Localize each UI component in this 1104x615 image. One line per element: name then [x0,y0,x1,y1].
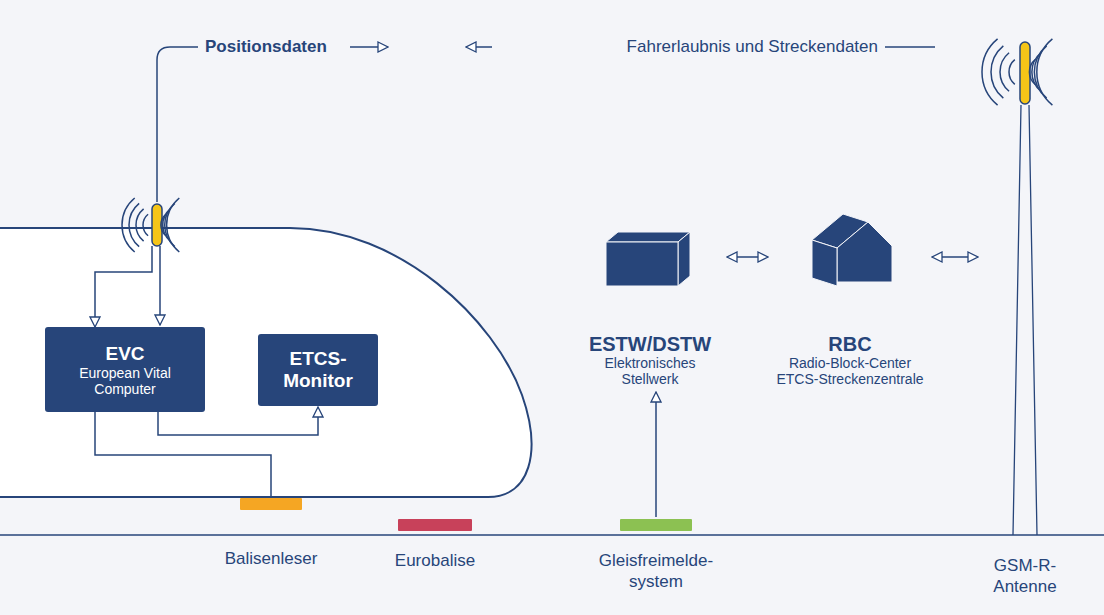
gsmr-antenna: GSM-R- Antenne [975,40,1075,597]
balise-bar [398,519,472,531]
rbc-icon [812,214,892,286]
radio-wave [982,39,998,105]
node-title: ESTW/DSTW [575,333,725,355]
radio-wave [143,214,148,236]
antenna-wire-down [159,246,161,325]
node-title: Eurobalise [385,550,485,571]
balise-bar [240,498,302,510]
rbc-node: RBCRadio-Block-Center ETCS-Streckenzentr… [770,195,930,387]
tower-antenna [1020,42,1030,104]
node-title: RBC [770,333,930,355]
radio-wave [122,198,135,252]
tower [1013,105,1037,535]
permission-arrow [466,46,492,48]
connector [655,392,657,517]
computer-box: EVCEuropean Vital Computer [45,327,205,412]
node-title: GSM-R- Antenne [975,555,1075,597]
radio-wave [129,203,139,246]
position-arrow [350,46,388,48]
node-subtitle: Radio-Block-Center ETCS-Streckenzentrale [770,355,930,387]
balise-reader: Balisenleser [221,498,321,569]
radio-wave [167,198,180,252]
monitor-box: ETCS-Monitor [258,334,378,406]
node-title: Balisenleser [221,548,321,569]
track-line [0,534,1104,536]
radio-wave [991,46,1003,98]
flow-label: Positionsdaten [205,37,327,57]
permission-leader [885,46,935,48]
connector [95,412,271,498]
node-subtitle: Elektronisches Stellwerk [588,355,713,387]
flow-label: Fahrerlaubnis und Streckendaten [627,37,878,57]
node-title: Gleisfreimelde- system [591,550,721,592]
radio-wave [136,209,144,241]
balise-bar [620,519,692,531]
track-vacancy-system: Gleisfreimelde- system [591,519,721,592]
radio-waves [122,39,1052,252]
radio-wave [1037,39,1053,105]
position-leader [157,47,198,202]
node-title: EVC [105,343,144,365]
eurobalise: Eurobalise [385,519,485,571]
node-title: ETCS-Monitor [266,348,370,392]
node-subtitle: European Vital Computer [53,365,197,397]
radio-wave [1000,53,1009,92]
connector [932,256,978,258]
connector [727,256,768,258]
radio-wave [1009,60,1015,85]
antenna-wire-up [95,246,152,327]
interlocking-icon [606,232,690,286]
interlocking-node: ESTW/DSTWElektronisches Stellwerk [575,225,725,387]
train-outline [0,228,531,497]
